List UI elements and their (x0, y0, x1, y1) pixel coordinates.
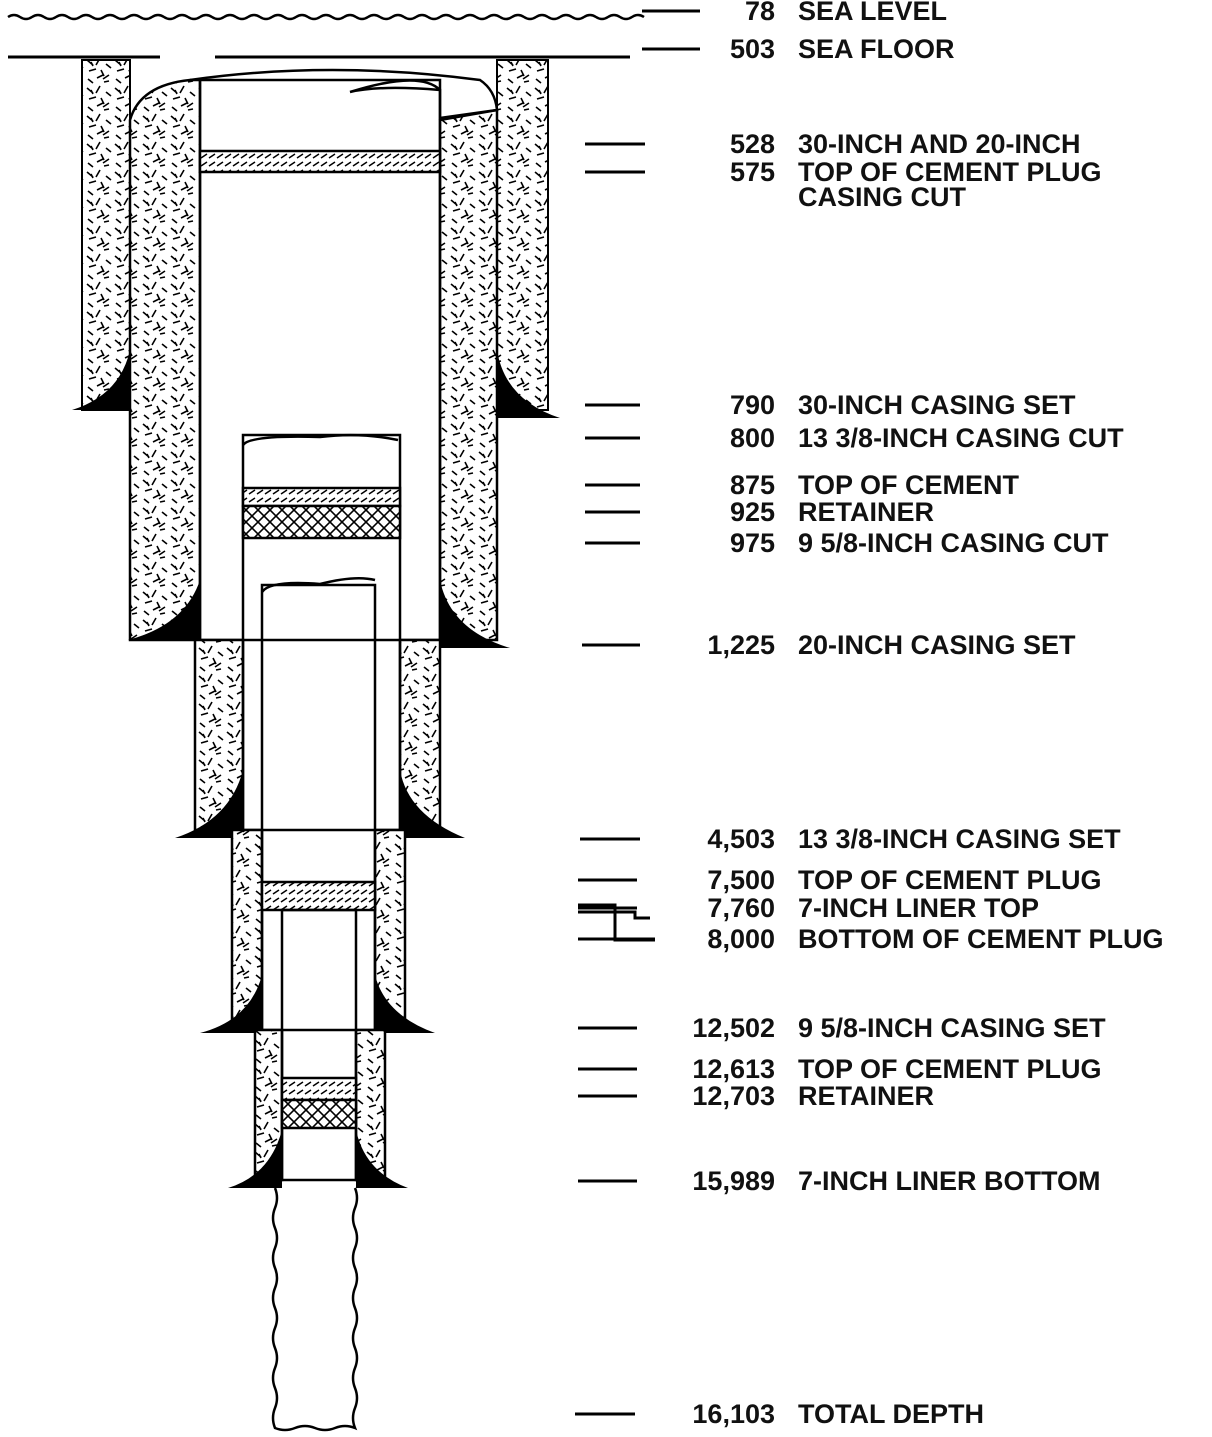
casing-9in-bore (260, 583, 377, 1032)
depth-description: 13 3/8-INCH CASING CUT (798, 423, 1124, 453)
depth-value: 925 (730, 497, 775, 527)
shoe-9in-left (200, 975, 262, 1033)
cement-30in-left (81, 59, 131, 411)
cement-30in-right (496, 59, 549, 411)
depth-description: TOP OF CEMENT PLUG (798, 157, 1102, 187)
casing-9in-top (260, 576, 376, 593)
depth-description: SEA LEVEL (798, 0, 947, 26)
depth-value: 7,760 (707, 893, 775, 923)
depth-description: 9 5/8-INCH CASING SET (798, 1013, 1106, 1043)
depth-value: 78 (745, 0, 775, 26)
depth-description: RETAINER (798, 497, 934, 527)
depth-description: 20-INCH CASING SET (798, 630, 1076, 660)
depth-description: RETAINER (798, 1081, 934, 1111)
depth-description: 9 5/8-INCH CASING CUT (798, 528, 1109, 558)
depth-value: 12,502 (692, 1013, 775, 1043)
depth-description: SEA FLOOR (798, 34, 955, 64)
cement-top-875 (241, 486, 402, 508)
shoe-13in-right (400, 770, 465, 838)
sea-level-line (7, 13, 645, 21)
depth-description: 30-INCH CASING SET (798, 390, 1076, 420)
cement-plug-575 (198, 149, 442, 174)
depth-description: BOTTOM OF CEMENT PLUG (798, 924, 1164, 954)
shoe-20in-right (440, 580, 510, 648)
cement-plug-7500 (260, 880, 377, 912)
shoe-7in-left (228, 1130, 282, 1188)
depth-value: 528 (730, 129, 775, 159)
depth-description: 13 3/8-INCH CASING SET (798, 824, 1121, 854)
depth-description: TOP OF CEMENT PLUG (798, 1054, 1102, 1084)
shoe-7in-right (356, 1130, 408, 1188)
shoe-9in-right (375, 975, 435, 1033)
retainer-12703 (280, 1098, 358, 1130)
depth-description: TOP OF CEMENT (798, 470, 1020, 500)
casing-13in-stub (241, 433, 402, 832)
depth-bracket (578, 903, 655, 942)
depth-value: 875 (730, 470, 775, 500)
depth-description: TOP OF CEMENT PLUG (798, 865, 1102, 895)
casing-30in-top (189, 68, 499, 120)
shoe-30in-right (497, 350, 560, 418)
shoe-30in-left (72, 350, 130, 410)
liner-7in-bore (280, 908, 358, 1182)
depth-markers: 78 SEA LEVEL 503 SEA FLOOR 528 30-INCH AND 20… (575, 0, 1164, 1429)
casing-20in-wall-right (438, 108, 499, 642)
open-hole (271, 1187, 359, 1432)
depth-value: 575 (730, 157, 775, 187)
depth-value: 15,989 (692, 1166, 775, 1196)
depth-value: 790 (730, 390, 775, 420)
depth-description: 7-INCH LINER TOP (798, 893, 1039, 923)
depth-value: 800 (730, 423, 775, 453)
depth-value: 12,613 (692, 1054, 775, 1084)
depth-value: 4,503 (707, 824, 775, 854)
depth-value: 503 (730, 34, 775, 64)
depth-value: 16,103 (692, 1399, 775, 1429)
depth-description: 7-INCH LINER BOTTOM (798, 1166, 1101, 1196)
depth-value: 8,000 (707, 924, 775, 954)
retainer-925 (241, 504, 402, 540)
depth-value: 12,703 (692, 1081, 775, 1111)
shoe-20in-left (128, 580, 200, 640)
depth-description: TOTAL DEPTH (798, 1399, 984, 1429)
depth-value: 975 (730, 528, 775, 558)
depth-value: 1,225 (707, 630, 775, 660)
casing-13in-top (241, 433, 399, 446)
depth-description: CASING CUT (798, 182, 967, 212)
cement-plug-12613 (280, 1076, 358, 1102)
casing-20in-wall (128, 78, 202, 642)
depth-description: 30-INCH AND 20-INCH (798, 129, 1081, 159)
casing-20in-bore (198, 78, 442, 642)
depth-value: 7,500 (707, 865, 775, 895)
shoe-13in-left (175, 770, 243, 838)
